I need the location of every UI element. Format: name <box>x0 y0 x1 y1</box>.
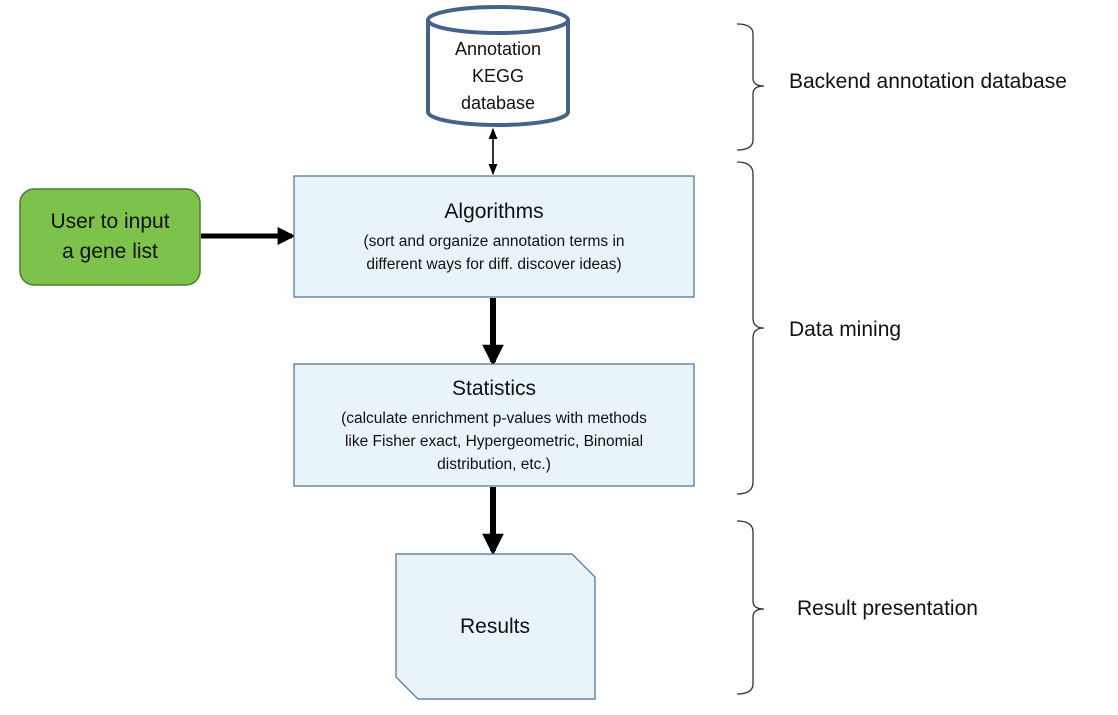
statistics-desc-line: (calculate enrichment p-values with meth… <box>341 409 647 427</box>
input-box <box>19 188 201 286</box>
input-label-line: User to input <box>50 210 170 233</box>
database-label-line: database <box>460 92 536 113</box>
algorithms-box <box>293 175 695 298</box>
statistics-title: Statistics <box>451 376 537 400</box>
section-label-backend: Backend annotation database <box>789 70 1067 93</box>
database-label-line: Annotation <box>454 38 542 59</box>
algorithms-desc-line: different ways for diff. discover ideas) <box>366 255 622 273</box>
results-shape <box>395 553 596 700</box>
input-label: User to input a gene list <box>20 189 200 285</box>
statistics-box <box>293 363 695 487</box>
statistics-text: Statistics (calculate enrichment p-value… <box>294 364 694 486</box>
results-label: Results <box>459 614 531 638</box>
statistics-desc-line: like Fisher exact, Hypergeometric, Binom… <box>344 432 644 450</box>
database-cylinder <box>426 5 570 127</box>
brace-mining <box>736 161 765 495</box>
section-label-result: Result presentation <box>797 597 978 620</box>
brace-result <box>736 520 765 695</box>
input-label-line: a gene list <box>62 240 158 263</box>
section-label-mining: Data mining <box>789 318 902 341</box>
algorithms-text: Algorithms (sort and organize annotation… <box>294 176 694 297</box>
brace-backend <box>736 23 765 151</box>
statistics-desc-line: distribution, etc.) <box>437 455 551 473</box>
algorithms-desc-line: (sort and organize annotation terms in <box>363 232 625 250</box>
database-label-line: KEGG <box>471 65 524 86</box>
algorithms-title: Algorithms <box>444 199 544 223</box>
database-label: Annotation KEGG database <box>432 36 564 116</box>
